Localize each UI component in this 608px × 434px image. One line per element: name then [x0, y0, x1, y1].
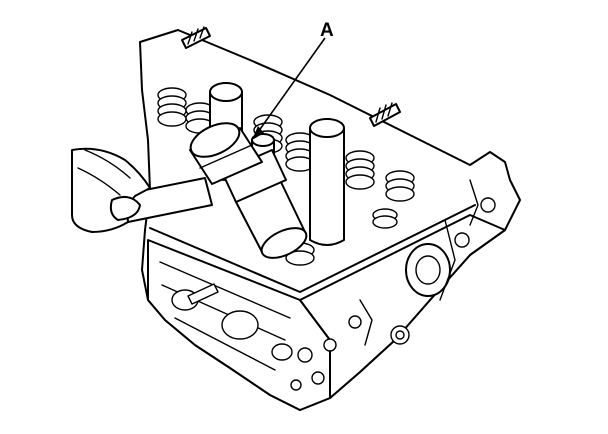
valve-springs	[157, 87, 415, 266]
callout-a: A	[252, 20, 334, 140]
head-studs	[181, 26, 401, 127]
hand-with-hammer	[71, 147, 213, 233]
callout-label: A	[320, 20, 334, 41]
callout-leader-line	[257, 37, 326, 133]
callout-arrowhead	[252, 126, 264, 140]
valve-guide-driver	[189, 122, 308, 259]
